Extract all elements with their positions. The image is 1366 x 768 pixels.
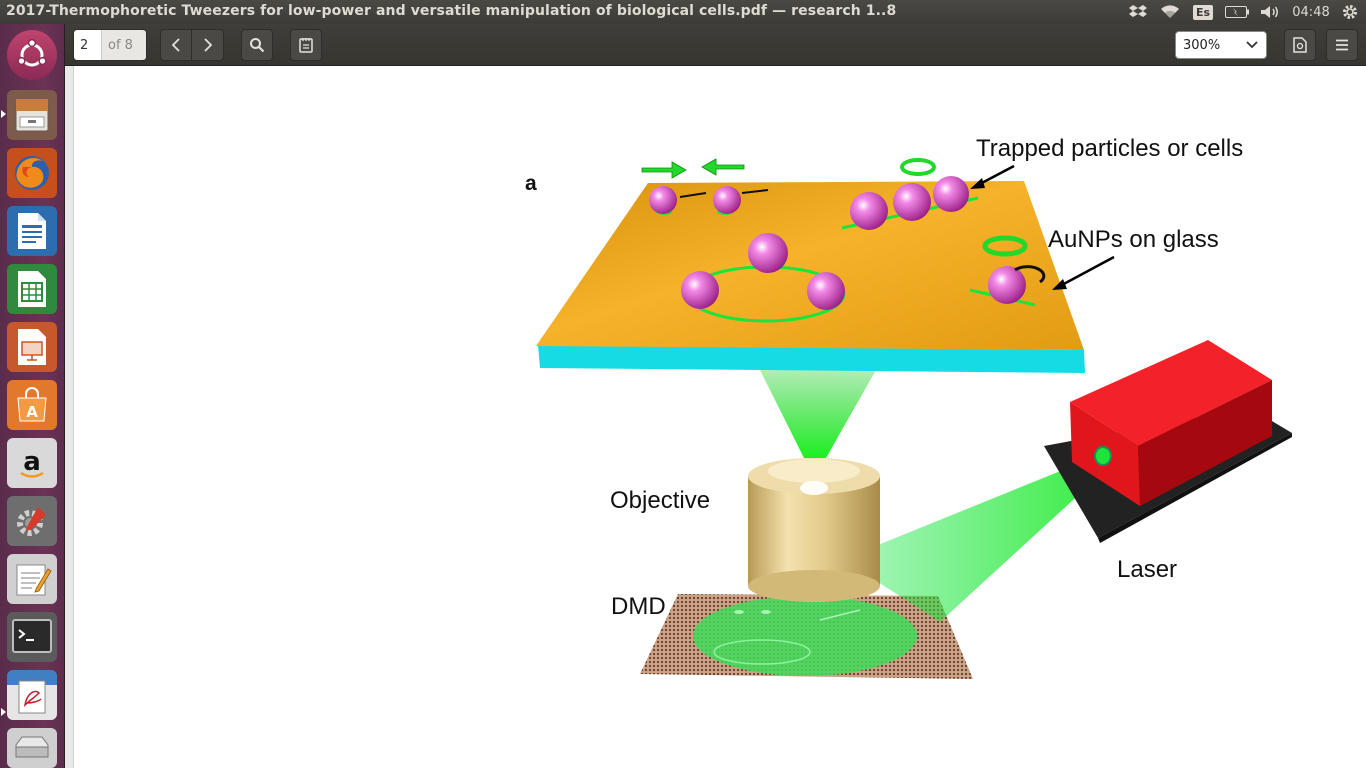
page-total-label: of 8 [102,30,146,60]
clock[interactable]: 04:48 [1290,0,1332,24]
particles [649,176,1046,310]
panel-label: a [525,172,537,195]
aunps-label: AuNPs on glass [1048,226,1219,253]
page-selector[interactable]: 2 of 8 [73,29,147,61]
prev-page-icon[interactable] [161,30,193,60]
keyboard-layout-icon[interactable]: Es [1191,0,1215,24]
settings-icon[interactable] [7,496,57,546]
running-indicator [1,110,6,118]
window-title: 2017-Thermophoretic Tweezers for low-pow… [6,3,897,19]
amazon-icon[interactable]: a [7,438,57,488]
laser-device [1044,340,1292,543]
laser-beam [875,455,1108,622]
dmd-label: DMD [611,593,666,620]
dmd-chip [640,594,973,679]
zoom-select[interactable]: 300% [1175,31,1267,59]
top-panel: 2017-Thermophoretic Tweezers for low-pow… [0,0,1366,24]
substrate [536,181,1085,373]
text-editor-icon[interactable] [7,554,57,604]
firefox-icon[interactable] [7,148,57,198]
calc-icon[interactable] [7,264,57,314]
next-page-icon[interactable] [192,30,223,60]
toolbar: 2 of 8 300% [65,24,1366,66]
chevron-down-icon [1246,41,1258,49]
ubuntu-logo-icon[interactable] [7,30,57,80]
trapped-particles-label: Trapped particles or cells [976,135,1244,162]
page-number-input[interactable]: 2 [74,30,102,60]
clock-label: 04:48 [1292,4,1330,20]
running-indicator [1,708,6,716]
objective-label: Objective [610,487,711,514]
software-center-icon[interactable]: A [7,380,57,430]
objective-lens [748,458,880,602]
page-nav-group [160,29,224,61]
keyboard-layout-label: Es [1192,4,1214,20]
label-arrows [970,164,1115,290]
launcher: A a [0,24,65,768]
drive-icon[interactable] [7,728,57,768]
dropbox-icon[interactable] [1127,0,1149,24]
document-properties-icon[interactable] [1284,29,1316,61]
wifi-icon[interactable] [1158,0,1182,24]
search-icon[interactable] [241,29,273,61]
laser-label: Laser [1117,556,1178,583]
menu-icon[interactable] [1326,29,1358,61]
volume-icon[interactable] [1258,0,1282,24]
writer-icon[interactable] [7,206,57,256]
motion-arrows [641,158,1028,257]
file-cabinet-icon[interactable] [7,90,57,140]
battery-icon[interactable] [1224,0,1250,24]
svg-text:a: a [23,447,41,477]
terminal-icon[interactable] [7,612,57,662]
svg-text:A: A [26,403,38,421]
page-shadow-edge [65,66,74,768]
settings-gear-icon[interactable] [1338,0,1362,24]
focused-beam [760,370,876,458]
impress-icon[interactable] [7,322,57,372]
annotations-icon[interactable] [290,29,322,61]
pdf-viewer-icon[interactable] [7,670,57,720]
zoom-value: 300% [1183,37,1221,53]
